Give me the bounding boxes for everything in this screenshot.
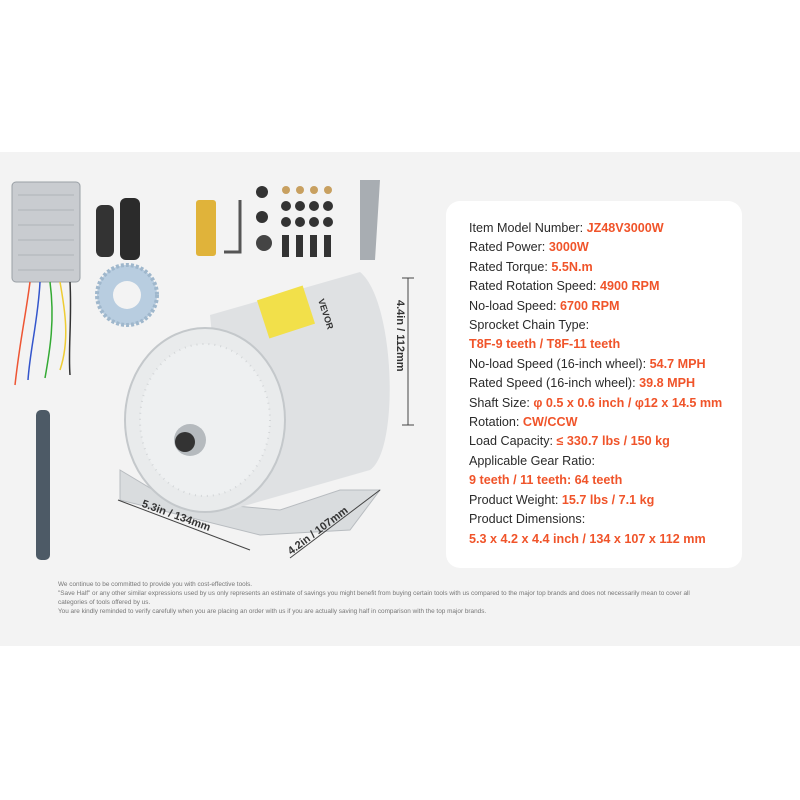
spec-label: No-load Speed (16-inch wheel): [469, 356, 650, 371]
spec-label: Load Capacity: [469, 434, 557, 449]
spec-label: Rated Power: [469, 240, 549, 255]
throttle-grip [96, 205, 114, 257]
spec-row: No-load Speed: 6700 RPM [469, 297, 722, 316]
bolts [256, 186, 333, 257]
spec-label: Rated Speed (16-inch wheel): [469, 376, 640, 391]
disclaimer-line: We continue to be committed to provide y… [58, 581, 253, 588]
electric-motor: VEVOR [119, 272, 390, 536]
spec-value: 54.7 MPH [649, 356, 706, 371]
spec-card [446, 201, 742, 568]
spec-row: No-load Speed (16-inch wheel): 54.7 MPH [469, 355, 722, 374]
spec-value: JZ48V3000W [586, 221, 664, 235]
spec-row: Rated Speed (16-inch wheel): 39.8 MPH [469, 374, 722, 393]
disclaimer: We continue to be committed to provide y… [58, 580, 718, 616]
spec-label: Rotation: [469, 415, 523, 430]
disclaimer-line: "Save Half" or any other similar express… [58, 590, 690, 606]
spec-label: No-load Speed: [469, 298, 561, 313]
spec-label: Product Dimensions: [469, 512, 586, 527]
spec-row: Rated Rotation Speed: 4900 RPM [469, 277, 722, 296]
spec-row: Item Model Number: JZ48V3000W [469, 219, 722, 238]
hex-key [224, 200, 242, 254]
spec-row: Rotation: CW/CCW [469, 413, 722, 432]
spec-value: 3000W [548, 240, 589, 255]
spec-value: 15.7 lbs / 7.1 kg [561, 492, 655, 507]
spec-value: T8F-9 teeth / T8F-11 teeth [469, 337, 621, 352]
spec-value: 9 teeth / 11 teeth: 64 teeth [469, 473, 623, 488]
chain [36, 410, 50, 560]
spec-row: 9 teeth / 11 teeth: 64 teeth [469, 471, 722, 490]
height-dimension: 4.4in / 112mm [394, 300, 406, 372]
spec-value: CW/CCW [522, 415, 578, 430]
spec-label: Item Model Number: [469, 221, 587, 235]
spec-row: Applicable Gear Ratio: [469, 452, 722, 471]
spec-label: Rated Torque: [469, 259, 552, 274]
spec-row: Rated Torque: 5.5N.m [469, 258, 722, 277]
spec-label: Sprocket Chain Type: [469, 318, 590, 333]
spec-value: ≤ 330.7 lbs / 150 kg [556, 434, 670, 449]
spec-label: Applicable Gear Ratio: [469, 453, 596, 468]
spec-row: Rated Power: 3000W [469, 238, 722, 257]
spec-row: Load Capacity: ≤ 330.7 lbs / 150 kg [469, 432, 722, 451]
spec-value: 4900 RPM [599, 279, 660, 294]
dimension-lines [117, 277, 414, 559]
spec-label: Product Weight: [469, 492, 562, 507]
disclaimer-line: You are kindly reminded to verify carefu… [58, 608, 487, 615]
spec-value: 5.3 x 4.2 x 4.4 inch / 134 x 107 x 112 m… [469, 531, 706, 546]
spec-value: 39.8 MPH [639, 376, 696, 391]
motor-controller [11, 181, 81, 386]
spec-row: T8F-9 teeth / T8F-11 teeth [469, 335, 722, 354]
spec-row: Sprocket Chain Type: [469, 316, 722, 335]
gear-tool [196, 200, 216, 256]
spec-row: Product Weight: 15.7 lbs / 7.1 kg [469, 491, 722, 510]
spec-value: 5.5N.m [551, 259, 593, 274]
spec-row: Shaft Size: φ 0.5 x 0.6 inch / φ12 x 14.… [469, 394, 722, 413]
spec-label: Shaft Size: [469, 395, 534, 410]
spanner [360, 180, 380, 260]
spec-row: Product Dimensions: [469, 510, 722, 529]
spec-value: φ 0.5 x 0.6 inch / φ12 x 14.5 mm [533, 395, 723, 410]
spec-value: 6700 RPM [560, 298, 620, 313]
spec-label: Rated Rotation Speed: [469, 279, 600, 294]
spec-row: 5.3 x 4.2 x 4.4 inch / 134 x 107 x 112 m… [469, 530, 722, 549]
